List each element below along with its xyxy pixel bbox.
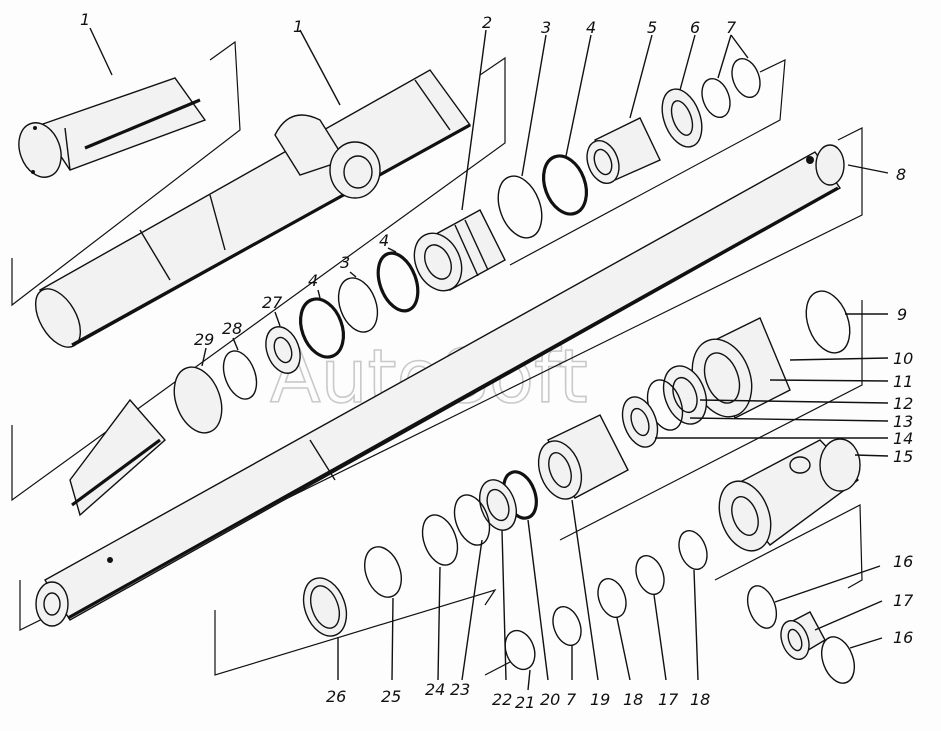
ring-24 xyxy=(421,514,459,566)
snap-ring-16-a xyxy=(746,585,778,629)
ring-22-inner xyxy=(486,488,510,522)
label-part-1: 1 xyxy=(80,10,90,29)
nut-27 xyxy=(265,326,301,374)
washer-6 xyxy=(661,88,703,148)
snap-ring-9 xyxy=(805,290,851,354)
label-part-18: 18 xyxy=(623,690,643,709)
label-part-4: 4 xyxy=(586,18,596,37)
ring-25 xyxy=(364,546,402,598)
label-part-16: 16 xyxy=(893,628,913,647)
ring-3-upper xyxy=(497,175,543,239)
snap-ring-16-b xyxy=(820,636,856,684)
label-part-1: 1 xyxy=(293,17,303,36)
cylinder-group-frame-left xyxy=(11,56,506,502)
ring-18-b xyxy=(678,529,708,571)
ring-13-inner xyxy=(630,407,650,437)
ring-26 xyxy=(302,577,348,637)
label-part-13: 13 xyxy=(893,412,913,431)
piston xyxy=(413,209,506,292)
cylinder-tube-small xyxy=(18,77,207,178)
ring-13 xyxy=(621,396,659,448)
cylinder-end-section xyxy=(69,398,166,517)
label-part-3: 3 xyxy=(340,253,350,272)
label-part-22: 22 xyxy=(492,690,512,709)
label-part-21: 21 xyxy=(515,693,535,712)
bushing-17 xyxy=(780,611,826,661)
label-part-28: 28 xyxy=(222,319,242,338)
ring-21 xyxy=(504,629,536,671)
ring-11 xyxy=(662,365,708,425)
ring-18-a xyxy=(597,577,627,619)
ring-26-inner xyxy=(309,585,341,629)
ring-3-middle xyxy=(337,277,379,333)
piston-group-frame xyxy=(559,300,863,541)
label-part-20: 20 xyxy=(540,690,560,709)
label-part-17: 17 xyxy=(893,591,914,610)
ring-17-lower xyxy=(635,554,665,596)
seal-4-upper xyxy=(541,154,589,216)
label-part-17: 17 xyxy=(658,690,679,709)
ring-7-upper-a xyxy=(701,77,731,119)
seal-4-lower xyxy=(298,297,346,359)
label-part-4: 4 xyxy=(379,231,389,250)
end-parts-frame xyxy=(714,504,863,589)
label-part-7: 7 xyxy=(726,18,737,37)
rod-group-frame xyxy=(19,127,863,631)
ring-28 xyxy=(222,350,258,400)
piston-rod xyxy=(35,144,845,627)
seal-4-middle xyxy=(376,251,420,313)
label-part-19: 19 xyxy=(590,690,610,709)
lower-rings-frame xyxy=(214,588,497,676)
label-part-4: 4 xyxy=(308,271,318,290)
cylinder-tube-large xyxy=(34,69,472,348)
ring-29 xyxy=(173,366,223,434)
rod-end-eye-15 xyxy=(718,438,861,552)
label-part-3: 3 xyxy=(541,18,551,37)
label-part-11: 11 xyxy=(893,372,913,391)
label-part-25: 25 xyxy=(381,687,401,706)
ring-7-upper-b xyxy=(731,57,761,99)
label-part-9: 9 xyxy=(897,305,907,324)
label-part-8: 8 xyxy=(896,165,906,184)
label-part-23: 23 xyxy=(450,680,470,699)
leader-lines xyxy=(89,27,889,691)
label-part-27: 27 xyxy=(262,293,283,312)
ring-7-lower xyxy=(552,605,582,647)
label-part-14: 14 xyxy=(893,429,913,448)
cylinder-group-frame-top xyxy=(11,40,241,307)
label-part-10: 10 xyxy=(893,349,913,368)
label-part-5: 5 xyxy=(647,18,657,37)
label-part-26: 26 xyxy=(326,687,346,706)
bushing-19 xyxy=(537,414,629,500)
ring-22 xyxy=(479,479,517,531)
bushing-5 xyxy=(586,117,661,185)
label-part-15: 15 xyxy=(893,447,913,466)
ring-11-inner xyxy=(672,376,698,414)
part-labels: 1 1 2 3 4 5 6 7 8 4 3 4 27 28 29 9 10 11… xyxy=(80,10,914,712)
label-part-7: 7 xyxy=(566,690,577,709)
label-part-24: 24 xyxy=(425,680,445,699)
label-part-2: 2 xyxy=(482,13,492,32)
label-part-18: 18 xyxy=(690,690,710,709)
upper-parts-frame xyxy=(509,59,786,266)
label-part-29: 29 xyxy=(194,330,214,349)
label-part-6: 6 xyxy=(690,18,700,37)
label-part-12: 12 xyxy=(893,394,913,413)
gland-housing-10 xyxy=(691,317,791,419)
label-part-16: 16 xyxy=(893,552,913,571)
